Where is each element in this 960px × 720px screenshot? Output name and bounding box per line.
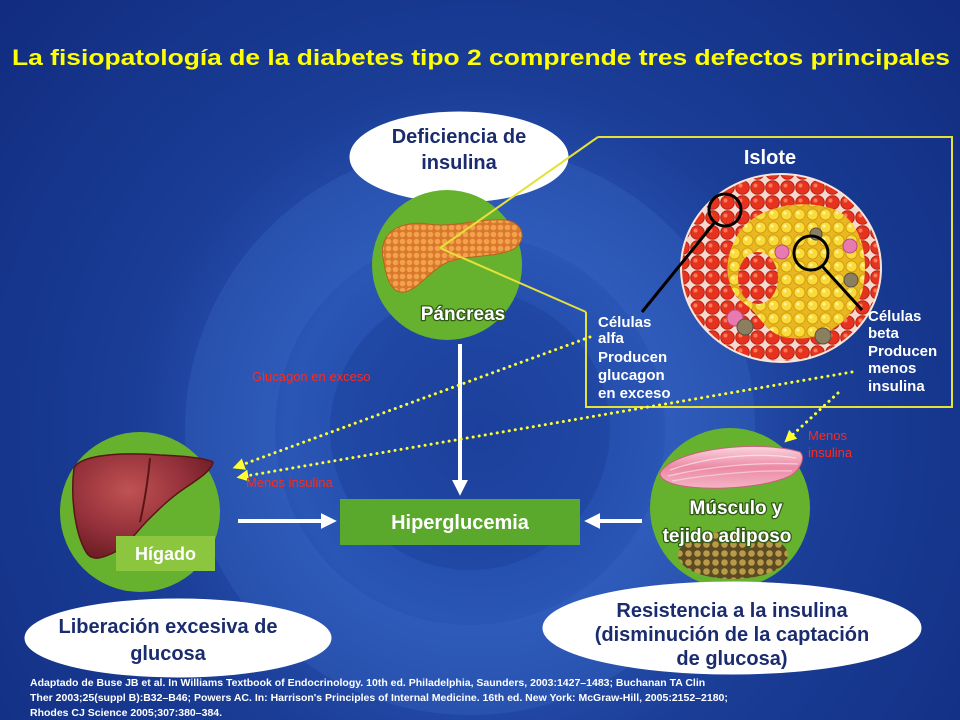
insulin-deficiency-oval: Deficiencia de insulina: [349, 111, 569, 203]
liver-lobe-line: [139, 457, 151, 523]
alpha-cell-label: Células alfa Producen glucagon en exceso: [598, 314, 671, 402]
alpha-cell-marker: [707, 192, 743, 228]
pancreas-illustration: [381, 219, 523, 293]
muscle-fiber: [669, 454, 797, 471]
grey-cell: [843, 272, 859, 288]
glucagon-to-liver-pointer: [232, 335, 592, 470]
muscle-fat-line-1: Músculo y: [690, 498, 783, 519]
beta-cell-line-4: menos: [868, 360, 916, 377]
islet-panel: Islote Células alfa Producen glucagon en…: [585, 136, 953, 408]
beta-cell-label: Células beta Producen menos insulina: [868, 308, 937, 395]
islet-callout-line-top: [439, 136, 599, 249]
beta-cell-pointer: [820, 264, 864, 312]
liver-node: Hígado: [60, 432, 220, 592]
reference-line-3: Rhodes CJ Science 2005;307:380–384.: [30, 707, 222, 719]
insulin-resistance-line-2: (disminución de la captación: [595, 624, 870, 646]
less-insulin-muscle-line-1: Menos: [808, 428, 848, 443]
insulin-deficiency-line-1: Deficiencia de: [392, 126, 527, 148]
muscle-fiber: [671, 470, 793, 482]
pancreas-label: Páncreas: [421, 304, 506, 325]
muscle-fiber: [667, 462, 799, 477]
alpha-cell-line-5: en exceso: [598, 385, 671, 402]
reference-citation: Adaptado de Buse JB et al. In Williams T…: [30, 677, 728, 719]
insulin-to-muscle-pointer: [784, 391, 840, 443]
liver-label: Hígado: [135, 544, 196, 564]
grey-cell: [814, 327, 832, 345]
muscle-fat-node: Músculo y tejido adiposo: [650, 428, 810, 588]
muscle-fat-line-2: tejido adiposo: [663, 526, 792, 547]
less-insulin-muscle-line-2: insulina: [808, 445, 853, 460]
liver-tag: [116, 536, 215, 571]
hyperglycemia-box: [340, 499, 580, 545]
insulin-resistance-line-1: Resistencia a la insulina: [616, 600, 848, 622]
beta-cell-marker: [792, 234, 830, 272]
slide-title: La fisiopatología de la diabetes tipo 2 …: [12, 45, 950, 70]
excess-glucose-release-line-2: glucosa: [130, 643, 206, 665]
insulin-resistance-oval: Resistencia a la insulina (disminución d…: [542, 581, 922, 675]
adipose-illustration: [678, 531, 788, 579]
excess-glucose-release-line-1: Liberación excesiva de: [58, 616, 277, 638]
islet-callout-line-bottom: [439, 247, 587, 313]
beta-cell-line-3: Producen: [868, 343, 937, 360]
beta-cell-line-5: insulina: [868, 378, 925, 395]
islet-illustration: [680, 173, 882, 363]
beta-cell-line-2: beta: [868, 325, 900, 342]
reference-line-1: Adaptado de Buse JB et al. In Williams T…: [30, 677, 705, 689]
insulin-resistance-line-3: de glucosa): [676, 648, 787, 670]
pink-cell: [774, 244, 790, 260]
alpha-cell-line-2: alfa: [598, 330, 625, 347]
oval-shape: [542, 581, 922, 675]
islet-frame: [585, 136, 953, 408]
reference-line-2: Ther 2003;25(suppl B):B32–B46; Powers AC…: [30, 692, 728, 704]
alpha-cell-line-1: Células: [598, 314, 651, 331]
insulin-to-liver-pointer: [236, 370, 854, 482]
hyperglycemia-label: Hiperglucemia: [391, 512, 530, 534]
grey-cell: [736, 318, 754, 336]
islet-title: Islote: [744, 147, 796, 169]
alpha-cell-pointer: [640, 221, 717, 313]
alpha-cell-line-3: Producen: [598, 349, 667, 366]
pancreas-node: Páncreas: [372, 190, 523, 340]
insulin-deficiency-line-2: insulina: [421, 152, 497, 174]
less-insulin-liver-label: Menos insulina: [246, 475, 333, 490]
alpha-cell-line-4: glucagon: [598, 367, 665, 384]
excess-glucose-release-oval: Liberación excesiva de glucosa: [24, 598, 332, 678]
oval-shape: [24, 598, 332, 678]
glucagon-excess-label: Glucagon en exceso: [252, 369, 371, 384]
pink-cell: [842, 238, 858, 254]
beta-cell-line-1: Células: [868, 308, 921, 325]
hyperglycemia-node: Hiperglucemia: [340, 499, 580, 545]
muscle-illustration: [659, 445, 803, 489]
